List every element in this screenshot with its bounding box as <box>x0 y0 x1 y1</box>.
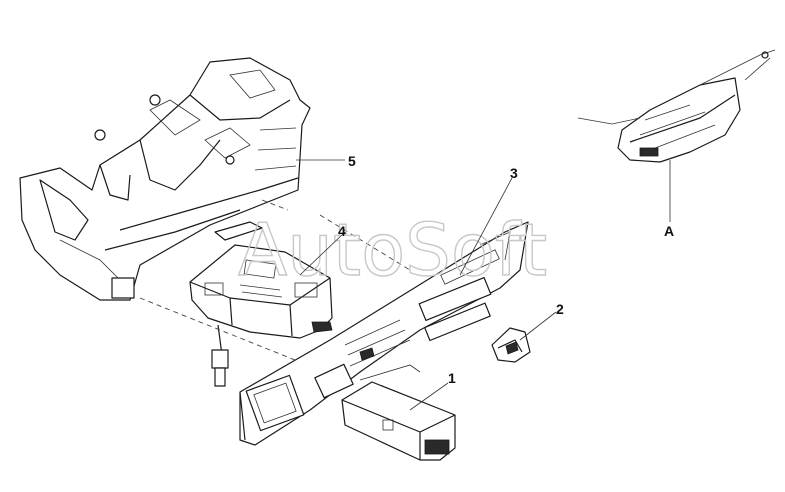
callout-a: A <box>664 223 674 239</box>
callout-leaders <box>296 159 671 411</box>
watermark-text: AutoSoft <box>238 208 547 292</box>
callout-1: 1 <box>448 370 456 386</box>
callout-2: 2 <box>556 301 564 317</box>
callout-3: 3 <box>510 165 518 181</box>
part-4-control-module <box>139 244 333 387</box>
part-5-housing-frame <box>19 57 311 301</box>
part-1-connector-box <box>341 364 456 461</box>
part-2-clip <box>491 327 531 363</box>
callout-4: 4 <box>338 223 346 239</box>
part-3-front-panel <box>239 214 529 446</box>
callout-5: 5 <box>348 153 356 169</box>
part-a-assembled-view <box>577 49 776 163</box>
